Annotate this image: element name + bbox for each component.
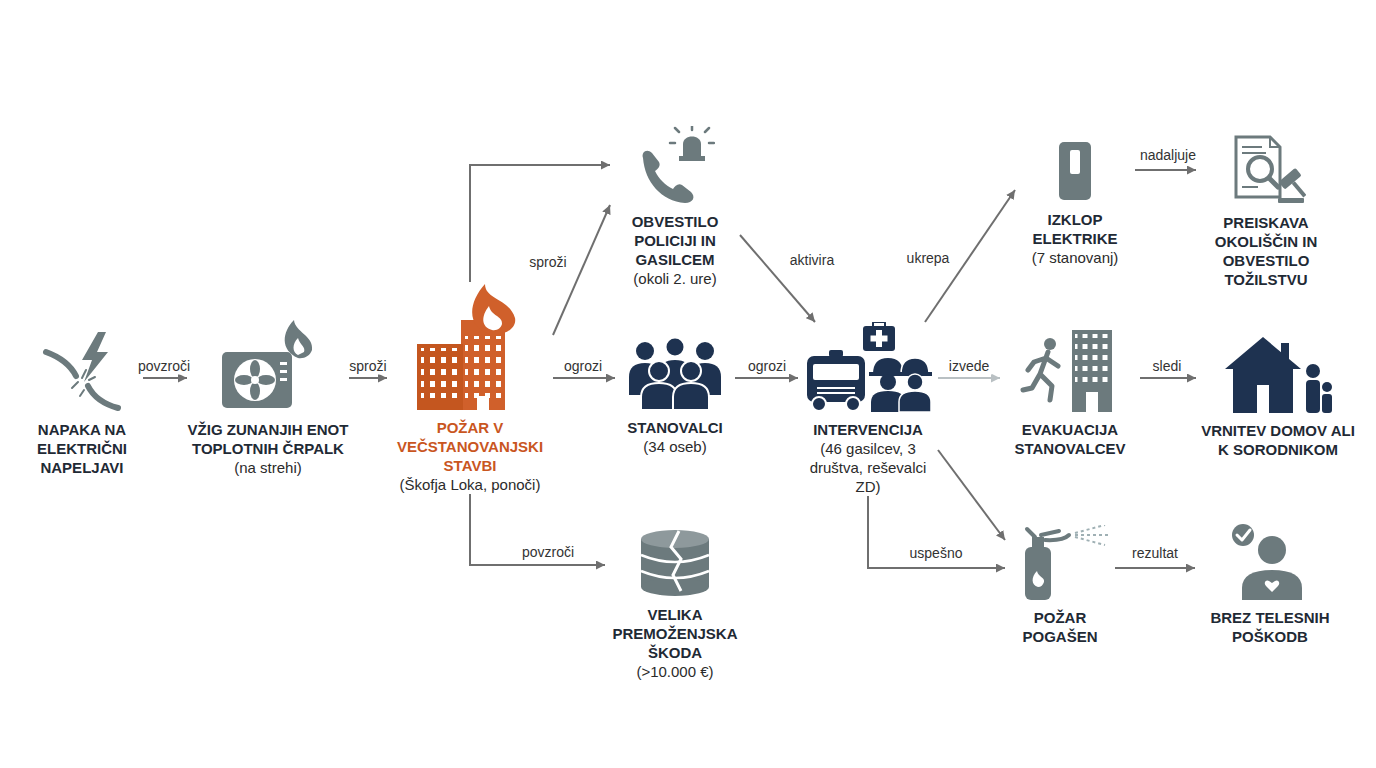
- flow-node: EVAKUACIJA STANOVALCEV: [1000, 330, 1140, 458]
- node-title: OBVESTILO POLICIJI IN GASILCEM: [610, 212, 740, 269]
- arrow-label: ukrepa: [904, 250, 953, 267]
- flow-node: PREISKAVA OKOLIŠČIN IN OBVESTILO TOŽILST…: [1196, 135, 1336, 289]
- flow-node: INTERVENCIJA(46 gasilcev, 3 društva, reš…: [798, 322, 938, 496]
- arrow-label: izvede: [946, 358, 992, 375]
- flow-node: POŽAR V VEČSTANOVANJSKI STAVBI(Škofja Lo…: [387, 282, 553, 494]
- damage-stack-icon: [635, 525, 715, 597]
- flow-arrow: [735, 377, 798, 379]
- node-title: POŽAR V VEČSTANOVANJSKI STAVBI: [387, 418, 553, 475]
- node-title: VRNITEV DOMOV ALI K SORODNIKOM: [1196, 421, 1360, 459]
- burning-building-icon: [405, 282, 535, 410]
- node-title: POŽAR POGAŠEN: [1005, 608, 1115, 646]
- node-subtitle: (na strehi): [187, 458, 349, 477]
- flow-node: OBVESTILO POLICIJI IN GASILCEM(okoli 2. …: [610, 126, 740, 288]
- intervention-icon: [803, 322, 933, 412]
- flow-node: STANOVALCI(34 oseb): [615, 335, 735, 456]
- arrow-label: povzroči: [135, 358, 193, 375]
- arrow-label: rezultat: [1129, 545, 1181, 562]
- node-subtitle: (46 gasilcev, 3 društva, reševalci ZD): [798, 439, 938, 496]
- switch-icon: [1055, 140, 1095, 202]
- flow-arrow: [938, 377, 1000, 379]
- home-family-icon: [1223, 335, 1333, 413]
- investigation-icon: [1226, 135, 1306, 205]
- node-subtitle: (>10.000 €): [605, 662, 745, 681]
- flow-node: BREZ TELESNIH POŠKODB: [1195, 522, 1345, 646]
- arrow-label: sledi: [1150, 358, 1185, 375]
- flow-arrow: [470, 494, 605, 565]
- node-subtitle: (Škofja Loka, ponoči): [387, 475, 553, 494]
- node-title: NAPAKA NA ELEKTRIČNI NAPELJAVI: [21, 420, 143, 477]
- node-subtitle: (okoli 2. ure): [610, 269, 740, 288]
- flow-node: POŽAR POGAŠEN: [1005, 525, 1115, 646]
- node-subtitle: (34 oseb): [615, 437, 735, 456]
- node-title: VELIKA PREMOŽENJSKA ŠKODA: [605, 605, 745, 662]
- arrow-label: nadaljuje: [1137, 147, 1199, 164]
- arrow-label: ogrozi: [561, 358, 605, 375]
- residents-icon: [625, 335, 725, 410]
- flow-node: NAPAKA NA ELEKTRIČNI NAPELJAVI: [21, 330, 143, 477]
- flow-arrow: [1140, 377, 1196, 379]
- flow-arrow: [868, 496, 1005, 568]
- node-title: IZKLOP ELEKTRIKE: [1015, 210, 1135, 248]
- node-title: VŽIG ZUNANJIH ENOT TOPLOTNIH ČRPALK: [187, 420, 349, 458]
- flow-node: VELIKA PREMOŽENJSKA ŠKODA(>10.000 €): [605, 525, 745, 681]
- phone-siren-icon: [635, 126, 715, 204]
- extinguisher-icon: [1005, 525, 1115, 600]
- node-title: EVAKUACIJA STANOVALCEV: [1000, 420, 1140, 458]
- arrow-label: uspešno: [907, 545, 966, 562]
- node-title: INTERVENCIJA: [798, 420, 938, 439]
- node-title: BREZ TELESNIH POŠKODB: [1195, 608, 1345, 646]
- flow-arrow: [143, 377, 187, 379]
- flow-node: VŽIG ZUNANJIH ENOT TOPLOTNIH ČRPALK(na s…: [187, 318, 349, 477]
- flow-arrow: [740, 235, 815, 322]
- node-subtitle: (7 stanovanj): [1015, 248, 1135, 267]
- node-title: PREISKAVA OKOLIŠČIN IN OBVESTILO TOŽILST…: [1196, 213, 1336, 289]
- unharmed-person-icon: [1230, 522, 1310, 600]
- flow-node: IZKLOP ELEKTRIKE(7 stanovanj): [1015, 140, 1135, 267]
- broken-wire-icon: [42, 330, 122, 412]
- heat-pump-icon: [218, 318, 318, 412]
- arrow-label: povzroči: [519, 544, 577, 561]
- evacuation-icon: [1020, 330, 1120, 412]
- flow-arrow: [938, 450, 1005, 540]
- flow-arrow: [349, 377, 387, 379]
- arrow-label: ogrozi: [745, 358, 789, 375]
- flow-arrow: [1135, 169, 1196, 171]
- arrow-label: aktivira: [787, 252, 837, 269]
- flow-arrow: [470, 165, 610, 282]
- node-title: STANOVALCI: [615, 418, 735, 437]
- arrow-label: sproži: [526, 254, 569, 271]
- flow-node: VRNITEV DOMOV ALI K SORODNIKOM: [1196, 335, 1360, 459]
- flow-arrow: [553, 377, 615, 379]
- arrow-label: sproži: [346, 358, 389, 375]
- flow-arrow: [1115, 567, 1195, 569]
